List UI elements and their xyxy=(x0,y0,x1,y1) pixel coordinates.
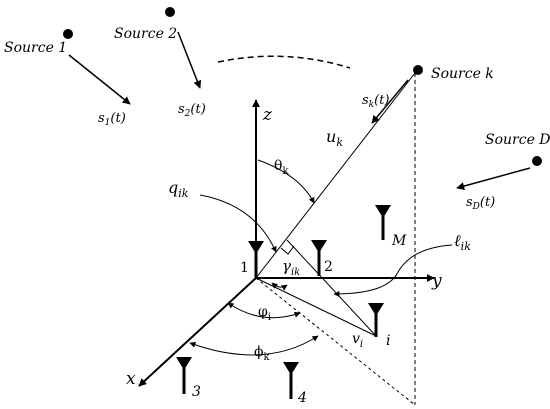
z-axis-label: z xyxy=(262,105,273,125)
source-1-dot xyxy=(63,29,73,39)
x-axis xyxy=(138,277,257,387)
theta-k-arc xyxy=(257,159,315,204)
source-2-label: Source 2 xyxy=(114,26,177,42)
sensor-1-label: 1 xyxy=(240,260,249,276)
sensor-2-antenna xyxy=(311,240,327,276)
signal-sD-arrow xyxy=(456,167,531,190)
qik-label: qik xyxy=(168,178,189,200)
qik-pointer-arc xyxy=(199,194,277,253)
sensor-1-antenna xyxy=(248,241,264,278)
theta-k-label: θk xyxy=(274,158,289,177)
vi-label: vi xyxy=(352,331,363,350)
lik-pointer-arc xyxy=(333,244,453,297)
source-k-label: Source k xyxy=(431,66,494,82)
uk-direction-line xyxy=(255,72,416,279)
gamma-ik-label: γik xyxy=(282,257,300,278)
x-axis-label: x xyxy=(126,369,136,389)
varphi-i-arc xyxy=(227,302,301,319)
signal-s1-label: s1(t) xyxy=(98,111,126,128)
uk-label: uk xyxy=(326,127,343,149)
signal-s1-arrow xyxy=(68,54,131,105)
source-1-label: Source 1 xyxy=(4,40,67,56)
source-D-dot xyxy=(532,156,542,166)
varphi-i-label: φi xyxy=(258,304,271,323)
signal-s2-label: s2(t) xyxy=(178,102,206,119)
sensor-M-label: M xyxy=(391,233,407,249)
signal-s2-arrow xyxy=(177,31,202,89)
signal-sD-label: sD(t) xyxy=(466,195,495,212)
sensor-4-antenna xyxy=(283,362,299,399)
y-axis-label: y xyxy=(431,271,442,291)
sensor-i-position-line xyxy=(255,277,377,337)
sensor-3-label: 3 xyxy=(192,384,201,400)
sensor-3-antenna xyxy=(176,357,192,394)
signal-sk-arrow xyxy=(371,79,409,124)
source-D-label: Source D xyxy=(485,132,550,148)
right-angle-marker xyxy=(280,245,295,255)
gamma-ik-arc xyxy=(271,282,288,291)
lik-line xyxy=(286,239,377,337)
signal-sk-label: sk(t) xyxy=(362,93,390,110)
projection-dashed-line xyxy=(255,277,416,406)
sensor-i-label: i xyxy=(386,333,390,349)
lik-label: ℓik xyxy=(454,231,471,253)
sensor-2-label: 2 xyxy=(324,259,333,275)
source-k-dot xyxy=(413,65,423,75)
sensor-4-label: 4 xyxy=(297,390,307,406)
source-2-dot xyxy=(165,7,175,17)
phi-k-arc xyxy=(189,335,319,356)
phi-k-label: ϕk xyxy=(254,344,271,363)
sensor-i-antenna xyxy=(368,303,384,337)
sources-ellipsis-arc xyxy=(217,55,351,69)
sensor-M-antenna xyxy=(375,205,391,240)
